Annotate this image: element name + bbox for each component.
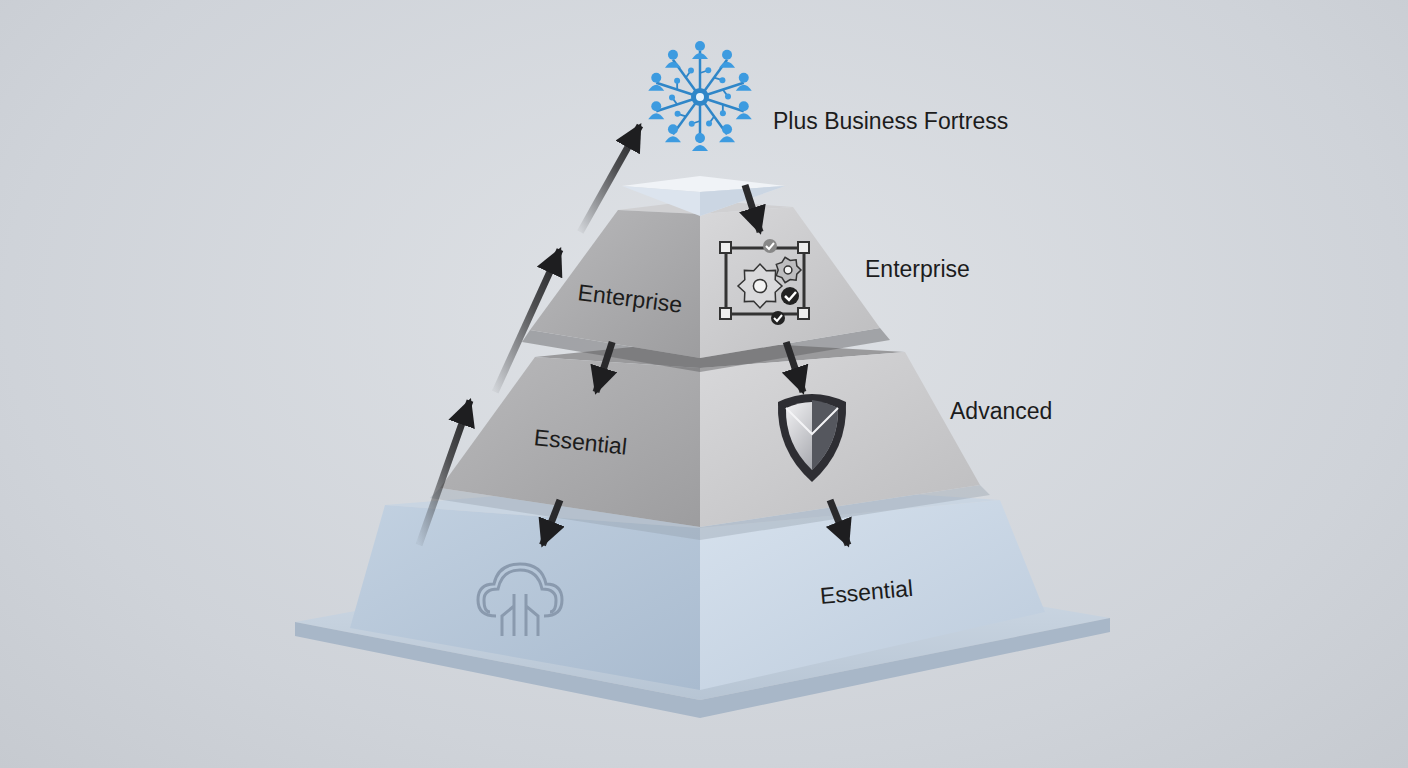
pyramid-tier: Plus Business Fortress [640,40,765,185]
pyramid-tier: Essential [380,545,1030,690]
tier-side-label: Plus Business Fortress [773,108,1008,136]
tier-label: Enterprise [576,279,683,319]
tier-side-label: Enterprise [865,256,970,284]
downward-arrow [786,342,803,392]
upward-arrow [495,250,560,392]
pyramid-tier: EssentialAdvanced [470,392,920,500]
apex-face [622,186,785,216]
upward-arrow [419,401,470,545]
downward-arrow [745,185,760,232]
tier-side-label: Advanced [950,398,1052,426]
tier-left-face [440,357,700,527]
downward-arrow [596,342,612,392]
upward-arrow [580,126,640,233]
pyramid-tier: EnterpriseEnterprise [560,232,850,342]
network-icon [648,41,751,151]
tier-left-face [350,505,700,690]
tier-label: Essential [533,424,629,461]
downward-arrow [543,500,561,545]
tier-left-face [530,210,700,358]
tier-right-face [700,207,880,358]
tier-right-face [700,352,980,527]
cloud-icon [478,564,562,636]
apex-face-shade [700,186,785,216]
downward-arrow [830,500,848,545]
tier-label: Essential [819,575,914,611]
gear-icon [720,239,809,325]
shield-icon [778,394,846,482]
